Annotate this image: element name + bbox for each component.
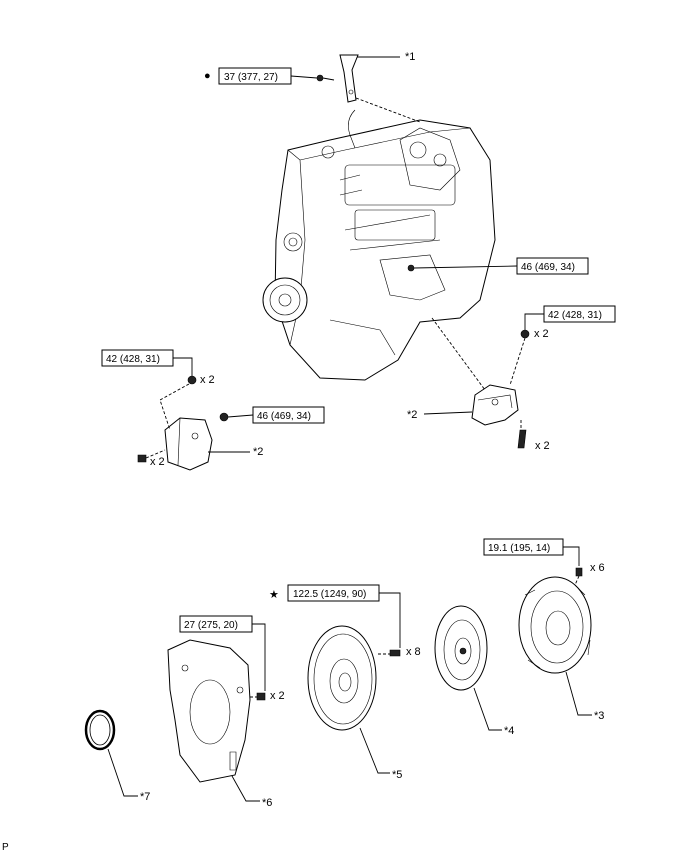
part-ref-2-left: *2 (253, 446, 263, 458)
bracket-bolt (316, 74, 324, 82)
engine-assembly (262, 109, 496, 381)
qty-left-mount-bolt: x 2 (150, 456, 165, 468)
part-ref-1: *1 (405, 51, 415, 63)
corner-mark: P (2, 842, 9, 852)
clutch-disc (434, 605, 488, 691)
part-ref-2-right: *2 (407, 409, 417, 421)
qty-flywheel-bolt: x 8 (406, 646, 421, 658)
flywheel (307, 625, 401, 731)
part-ref-5: *5 (392, 769, 402, 781)
qty-end-plate-bolt: x 2 (270, 690, 285, 702)
qty-clutch-cover-bolt: x 6 (590, 562, 605, 574)
mount-nut-right (520, 329, 530, 339)
torque-label-bracket: 37 (377, 27) (224, 72, 278, 83)
torque-label-flywheel: 122.5 (1249, 90) (293, 589, 366, 600)
engine-hanger-bracket (316, 54, 421, 123)
torque-label-clutch-cover: 19.1 (195, 14) (488, 543, 550, 554)
part-ref-7: *7 (140, 791, 150, 803)
qty-left-mount-nut: x 2 (200, 374, 215, 386)
clutch-cover (518, 567, 592, 674)
torque-label-engine-mount-bolt: 46 (469, 34) (521, 262, 575, 273)
mount-nut-left (187, 375, 197, 385)
torque-label-right-mount-nut: 42 (428, 31) (548, 310, 602, 321)
bullet-symbol: ● (204, 70, 211, 82)
part-ref-4: *4 (504, 725, 514, 737)
engine-mount-right (431, 317, 530, 449)
qty-right-mount-nut: x 2 (534, 328, 549, 340)
mount-nut-left-small (219, 412, 229, 422)
torque-label-left-mount-nut: 42 (428, 31) (106, 354, 160, 365)
part-ref-3: *3 (594, 710, 604, 722)
qty-right-mount-bolt: x 2 (535, 440, 550, 452)
engine-mount-left (137, 375, 229, 471)
oil-seal (84, 709, 116, 751)
end-plate (167, 639, 266, 783)
part-ref-6: *6 (262, 797, 272, 809)
torque-label-end-plate: 27 (275, 20) (184, 620, 238, 631)
torque-label-left-mount-bolt: 46 (469, 34) (257, 411, 311, 422)
star-symbol: ★ (269, 589, 279, 601)
